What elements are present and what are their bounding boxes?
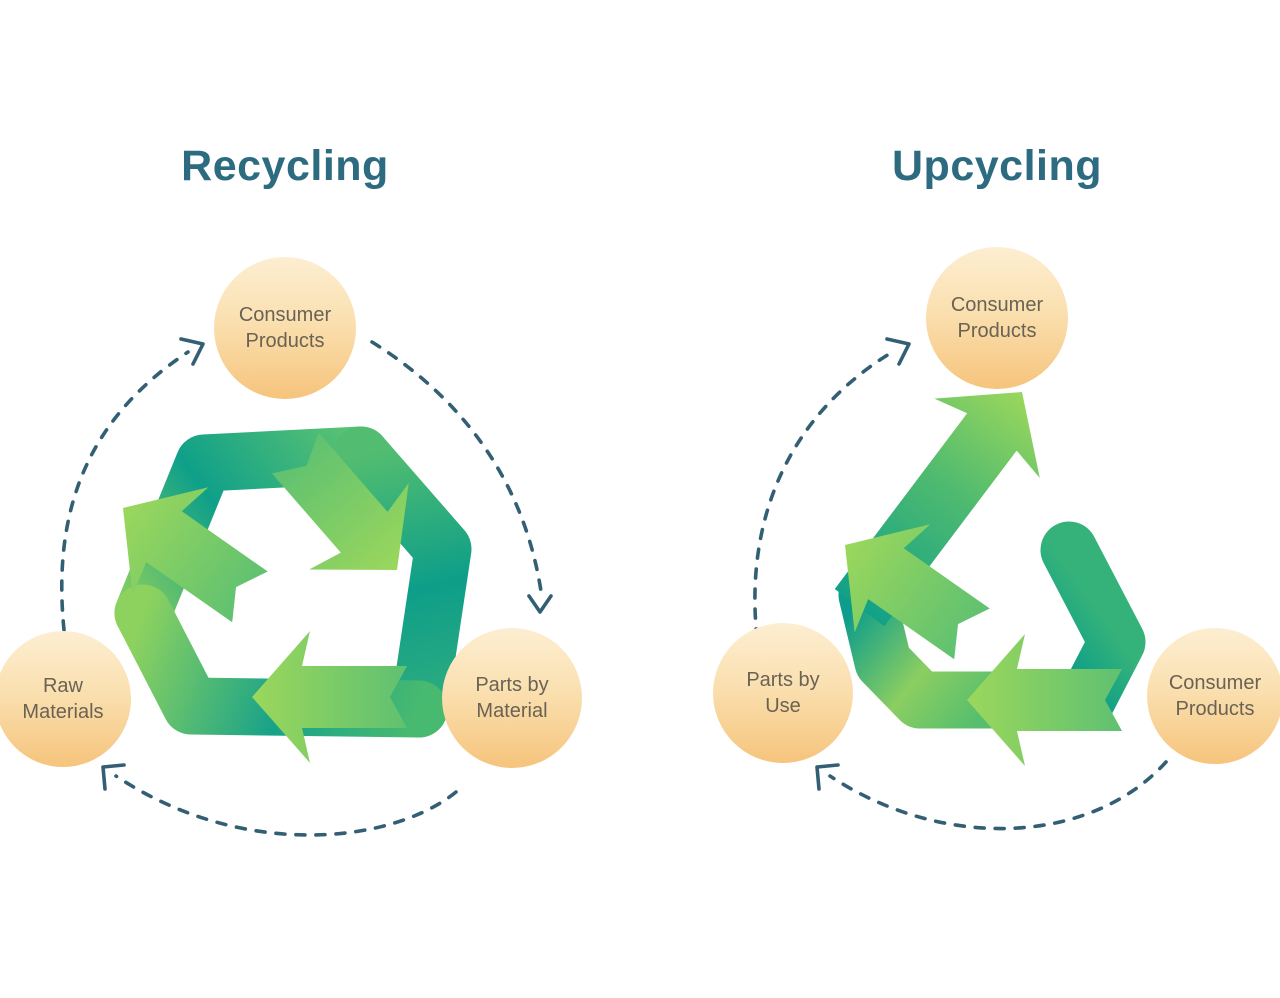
recycling-arrow-up-left-pointing — [123, 487, 268, 623]
node-label: Raw Materials — [22, 674, 104, 723]
arrowhead-to-raw-materials — [101, 763, 126, 791]
upcycling-arrow-up-left-pointing — [845, 524, 990, 660]
node-label: Consumer Products — [950, 293, 1044, 342]
arc-parts-by-material-to-raw-materials — [114, 774, 458, 837]
node-recycling-parts-by-material: Parts by Material — [442, 628, 582, 768]
node-upcycling-consumer-products-right: Consumer Products — [1147, 628, 1280, 764]
node-upcycling-parts-by-use: Parts by Use — [713, 623, 853, 763]
recycling-arrow-down-right-pointing — [271, 432, 409, 570]
arrowhead-to-consumer-products-left — [179, 337, 205, 366]
arc-consumer-products-to-parts-by-material — [370, 340, 544, 600]
arc-consumer-products-to-parts-by-use — [828, 760, 1168, 831]
node-recycling-consumer-products: Consumer Products — [214, 257, 356, 399]
node-label: Parts by Material — [475, 673, 549, 722]
node-label: Parts by Use — [746, 668, 820, 717]
upcycling-bottom-curl — [838, 566, 1024, 729]
node-label: Consumer Products — [238, 303, 332, 352]
recycling-ring-right — [332, 426, 472, 738]
arrowhead-to-parts-by-use — [815, 763, 840, 791]
node-label: Consumer Products — [1168, 671, 1262, 720]
arrowhead-to-parts-by-material — [527, 594, 553, 614]
recycling-title: Recycling — [181, 142, 389, 190]
arc-parts-by-use-to-consumer-products — [753, 349, 896, 640]
recycling-symbol — [114, 426, 472, 763]
arc-raw-materials-to-consumer-products — [60, 350, 190, 632]
upcycling-arrow-left-pointing — [967, 634, 1122, 766]
node-upcycling-consumer-products-top: Consumer Products — [926, 247, 1068, 389]
recycling-arrow-left-pointing — [252, 631, 407, 763]
upcycling-title: Upcycling — [892, 142, 1102, 190]
arrowhead-to-consumer-products-right — [885, 337, 911, 366]
node-recycling-raw-materials: Raw Materials — [0, 631, 131, 767]
upcycling-symbol — [834, 392, 1146, 766]
